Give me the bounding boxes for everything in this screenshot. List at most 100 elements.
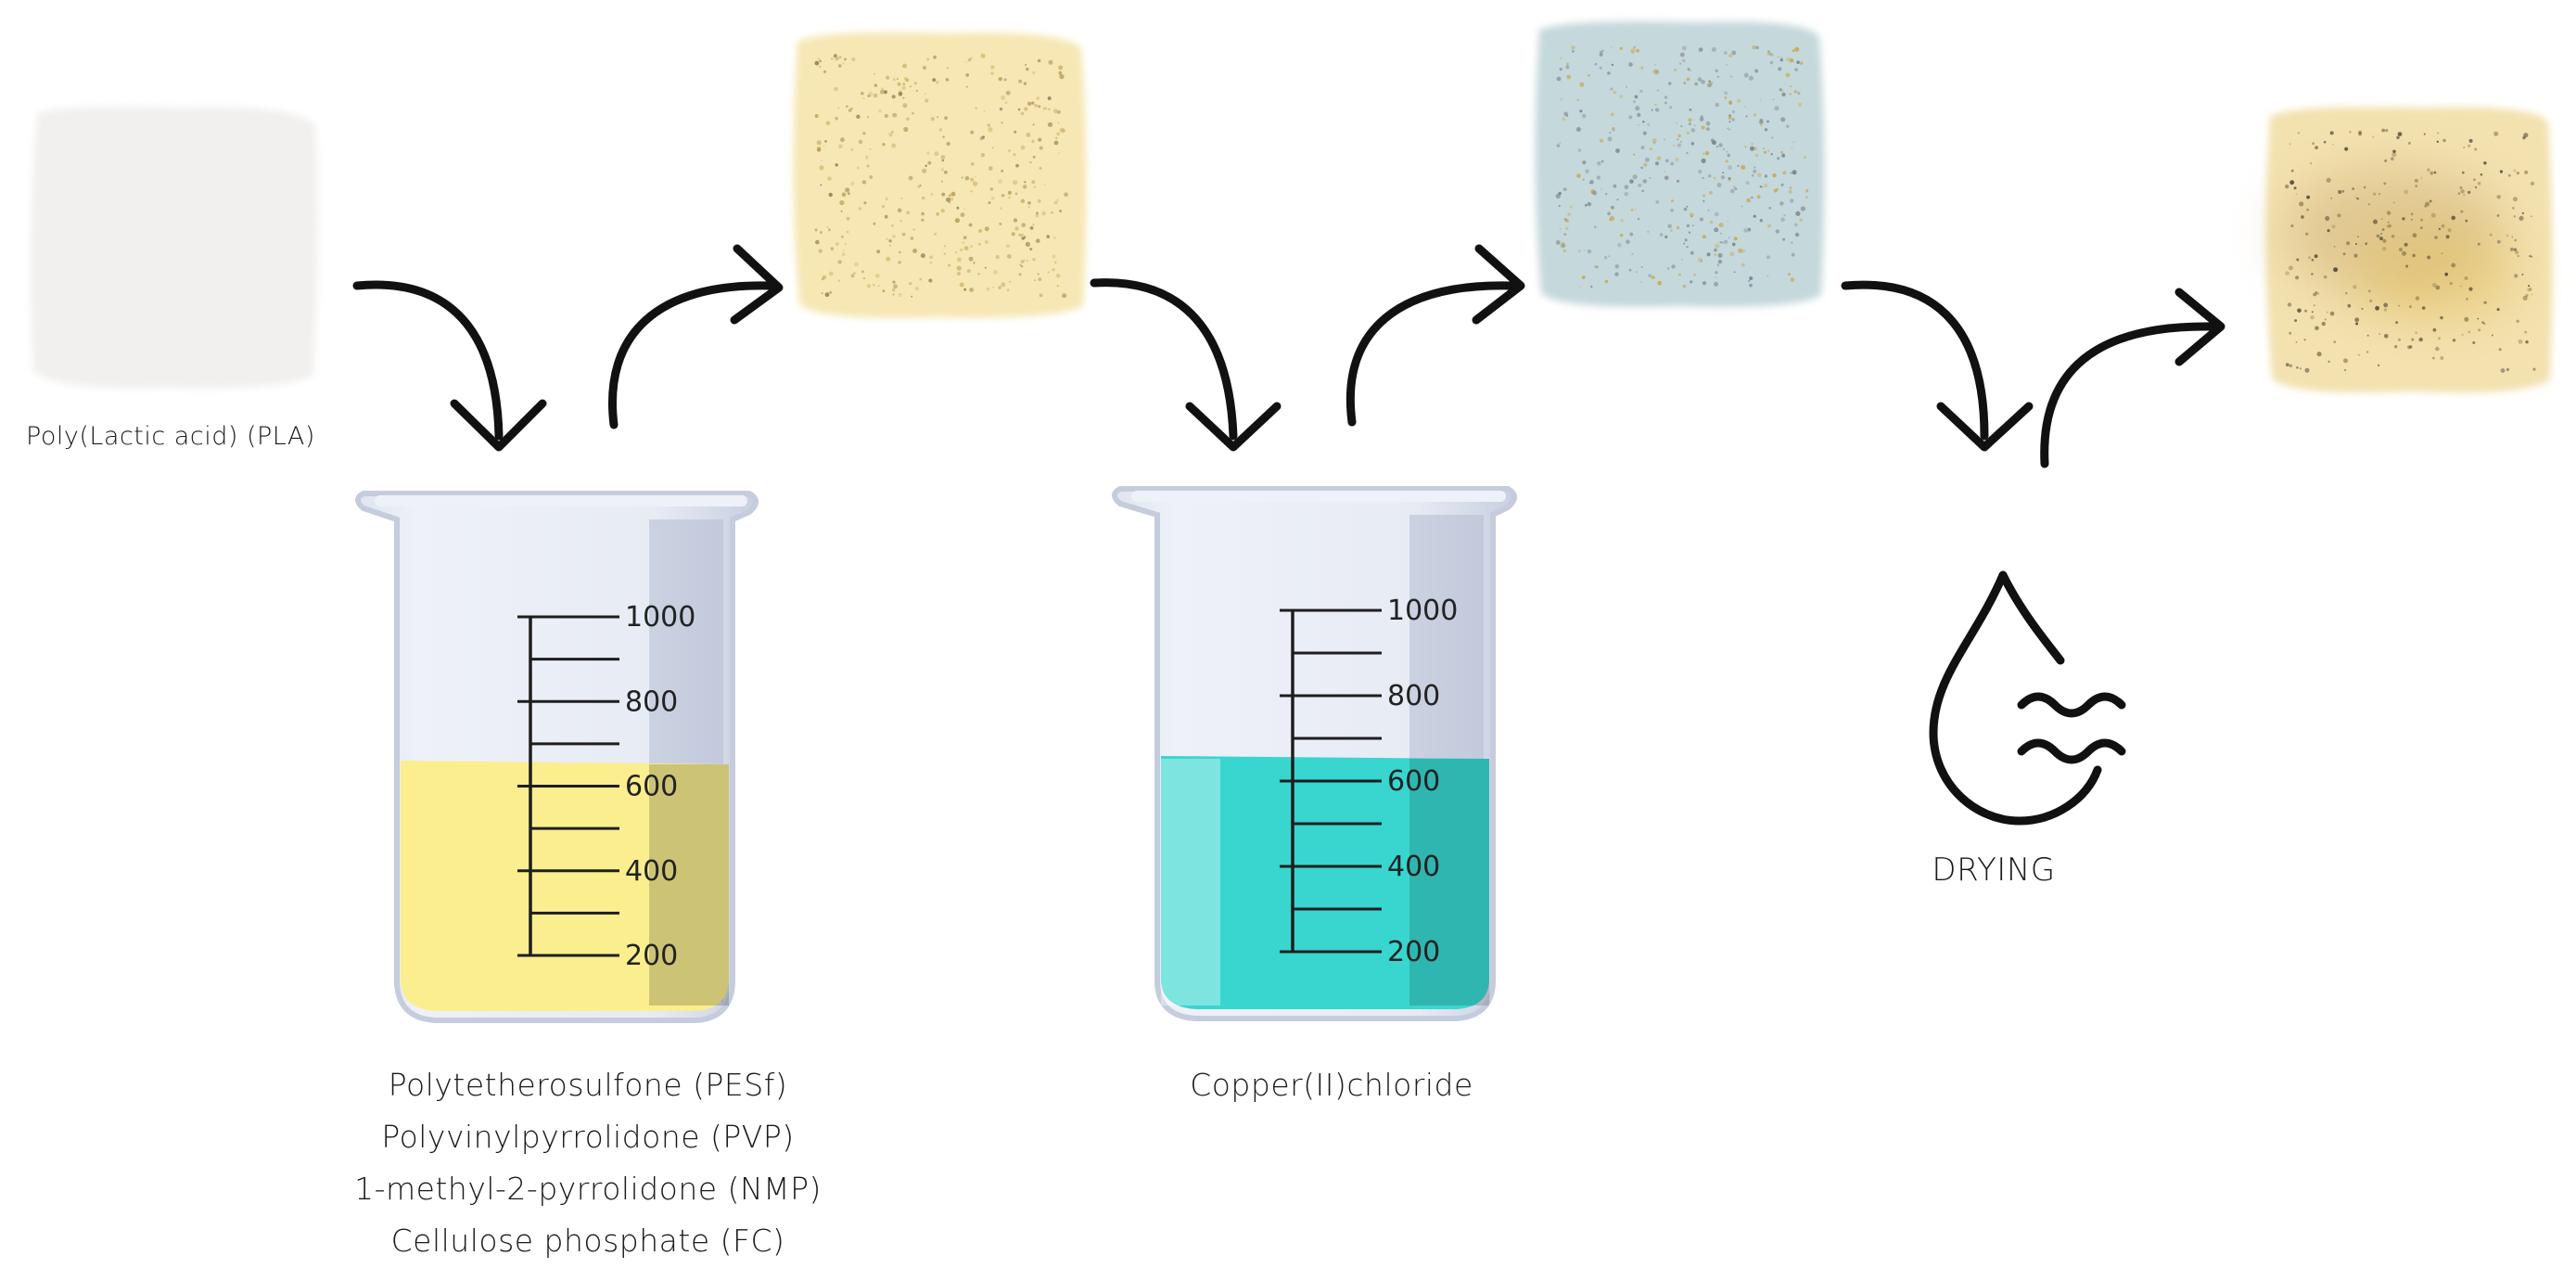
speckle (1754, 69, 1759, 73)
speckle (999, 107, 1003, 111)
speckle (899, 220, 902, 223)
speckle (2518, 339, 2523, 344)
speckle (1690, 250, 1694, 255)
speckle (823, 70, 826, 73)
speckle (1759, 186, 1762, 188)
speckle (1015, 163, 1019, 168)
speckle (2333, 245, 2336, 248)
speckle (1636, 48, 1639, 53)
speckle (1583, 249, 1586, 251)
speckle (1730, 75, 1733, 78)
speckle (986, 287, 990, 291)
speckle (1047, 96, 1052, 100)
speckle (2378, 193, 2381, 195)
speckle (1690, 212, 1694, 218)
speckle (1032, 123, 1035, 126)
speckle (1053, 109, 1058, 114)
speckle (1728, 237, 1730, 238)
speckle (941, 180, 943, 183)
speckle (1760, 123, 1763, 127)
speckle (1637, 112, 1641, 117)
speckle (2314, 254, 2318, 259)
speckle (1597, 161, 1601, 166)
speckle (1654, 103, 1657, 107)
speckle (1671, 199, 1674, 203)
speckle (1006, 254, 1012, 259)
speckle (2524, 330, 2528, 334)
speckle (821, 292, 823, 295)
speckle (1766, 255, 1770, 260)
speckle (2289, 143, 2291, 146)
drying-label: DRYING (1932, 852, 2056, 889)
speckle (1561, 241, 1565, 247)
speckle (1794, 68, 1798, 71)
speckle (1791, 147, 1793, 149)
speckle (956, 206, 960, 210)
speckle (1561, 243, 1566, 249)
speckle (984, 266, 987, 269)
speckle (1796, 60, 1800, 64)
speckle (1023, 82, 1027, 85)
speckle (892, 234, 896, 238)
speckle (2468, 287, 2473, 291)
speckle (1664, 159, 1669, 163)
speckle (1677, 143, 1681, 147)
speckle (2352, 187, 2354, 190)
speckle (1743, 72, 1749, 78)
speckle (2368, 203, 2370, 206)
speckle (2527, 288, 2531, 292)
speckle (1021, 223, 1027, 227)
speckle (2332, 143, 2334, 146)
speckle (1689, 69, 1691, 72)
speckle (1651, 109, 1653, 111)
speckle (1709, 191, 1713, 195)
speckle (1714, 248, 1717, 252)
speckle (1011, 232, 1015, 237)
speckle (842, 250, 845, 251)
speckle (1059, 74, 1065, 80)
speckle (875, 274, 880, 278)
speckle (1620, 218, 1624, 223)
scale-tick-label: 1000 (1387, 595, 1458, 627)
speckle (1744, 146, 1747, 148)
speckle (1664, 175, 1669, 181)
speckle (1559, 142, 1562, 145)
speckle (901, 232, 906, 237)
speckle (1701, 79, 1705, 84)
curved-arrow-icon (608, 244, 784, 429)
speckle (1633, 153, 1636, 156)
speckle (2311, 311, 2314, 314)
speckle (2382, 238, 2387, 243)
speckle (2498, 348, 2502, 352)
speckle (1690, 142, 1695, 146)
speckle (2402, 250, 2406, 256)
speckle (1716, 75, 1719, 78)
speckle (2462, 171, 2465, 174)
speckle (846, 216, 850, 221)
speckle (2432, 356, 2435, 360)
speckle (967, 58, 972, 62)
speckle (1725, 160, 1728, 163)
speckle (1023, 236, 1027, 238)
speckle (926, 58, 930, 61)
speckle (1024, 107, 1028, 111)
speckle (1039, 167, 1042, 170)
speckle (824, 140, 827, 143)
speckle (817, 58, 820, 60)
speckle (884, 214, 888, 219)
speckle (844, 243, 847, 245)
speckle (1691, 224, 1694, 227)
speckle (1744, 106, 1746, 108)
speckle (2474, 147, 2478, 151)
speckle (1720, 175, 1726, 180)
speckle (1714, 253, 1717, 256)
speckle (1793, 90, 1798, 94)
speckle (877, 285, 880, 287)
speckle (2333, 267, 2339, 273)
speckle (1619, 46, 1623, 50)
speckle (1026, 67, 1029, 71)
speckle (912, 111, 914, 115)
speckle (1718, 224, 1721, 226)
speckle (2306, 208, 2309, 211)
speckle (2326, 177, 2331, 183)
